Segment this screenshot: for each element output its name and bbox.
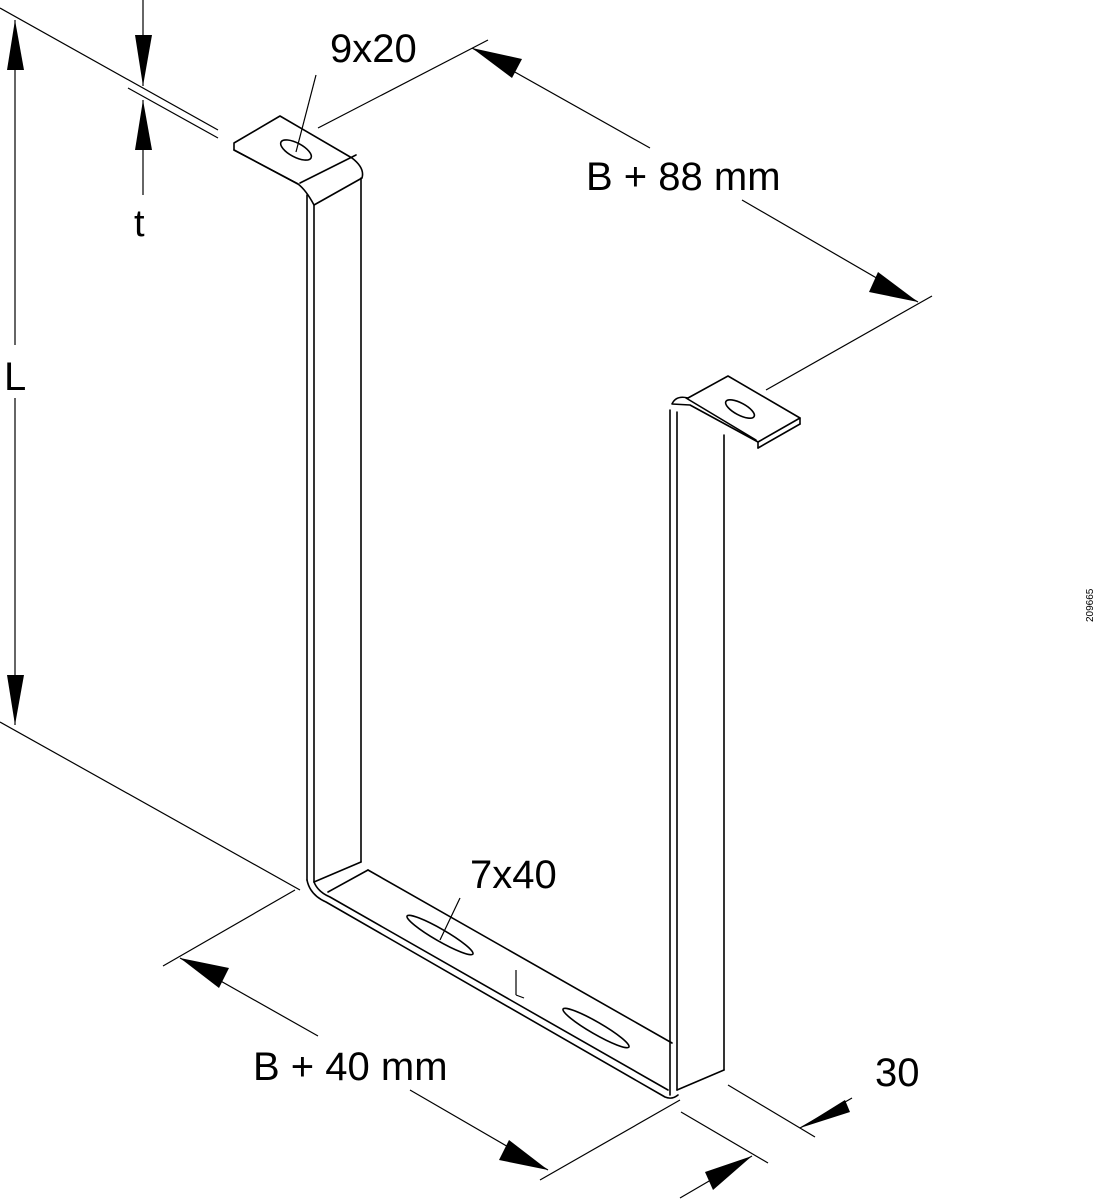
dimension-bottom-width: B + 40 mm [162, 889, 681, 1181]
arrow-up-icon [135, 100, 152, 150]
dimension-thickness: t [127, 0, 219, 245]
top-width-label: B + 88 mm [586, 155, 781, 199]
slot-9x20 [724, 399, 756, 419]
depth-label: 30 [875, 1051, 920, 1095]
right-mounting-flange [671, 375, 801, 449]
arrow-down-icon [135, 35, 152, 86]
thickness-label: t [134, 203, 145, 245]
right-leg [669, 409, 725, 1096]
arrow-left-icon [180, 958, 229, 988]
slot-7x40 [562, 1007, 630, 1049]
length-label: L [4, 355, 26, 399]
reference-number: 209665 [1085, 588, 1095, 622]
bottom-web: 7x40 [306, 853, 679, 1099]
arrow-down-icon [7, 675, 24, 725]
arrow-right-icon [499, 1140, 548, 1170]
dimension-top-width: B + 88 mm [317, 39, 933, 391]
arrow-icon [705, 1156, 752, 1190]
left-mounting-flange: 9x20 [233, 27, 417, 206]
bottom-width-label: B + 40 mm [253, 1045, 448, 1089]
dimension-depth: 30 [679, 1051, 920, 1199]
bottom-slot-label: 7x40 [470, 853, 557, 897]
slot-7x40 [406, 914, 474, 956]
arrow-up-icon [7, 20, 24, 70]
arrow-icon [800, 1100, 850, 1128]
left-leg [306, 177, 362, 883]
dimension-length: L [0, 7, 301, 891]
arrow-left-icon [472, 48, 522, 78]
top-slot-label: 9x20 [330, 27, 417, 71]
arrow-right-icon [869, 272, 918, 302]
